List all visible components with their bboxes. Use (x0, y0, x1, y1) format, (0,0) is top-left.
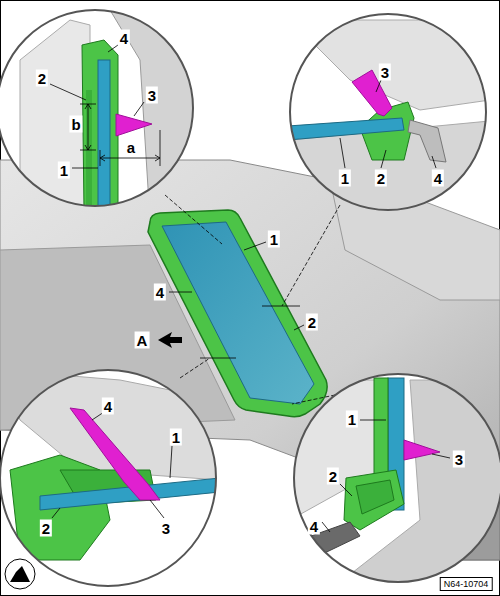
callout-label: 1 (58, 162, 70, 179)
callout-label: 4 (118, 30, 130, 47)
callout-label: 2 (36, 70, 48, 87)
detail-circle (0, 10, 193, 206)
side-window-glass (162, 222, 314, 404)
callout-label: 2 (327, 468, 339, 485)
detail-bottom-left (0, 360, 220, 596)
callout-label: a (125, 139, 137, 156)
callout-label: 2 (40, 520, 52, 537)
leader-lines (169, 242, 304, 330)
section-lines (165, 195, 340, 404)
detail-circle (294, 374, 500, 582)
callout-label: 3 (453, 451, 465, 468)
callout-label: 1 (346, 411, 358, 428)
callout-label: 1 (268, 231, 280, 248)
callout-label: A (135, 332, 150, 349)
callout-label: 2 (375, 170, 387, 187)
callout-label: 1 (339, 170, 351, 187)
callout-label: 3 (160, 520, 172, 537)
callout-label: 4 (154, 284, 166, 301)
orientation-icon (5, 559, 35, 589)
callout-label: 1 (170, 429, 182, 446)
window-seal (148, 210, 327, 417)
drawing-number: N64-10704 (440, 577, 493, 591)
detail-top-right (280, 0, 500, 220)
detail-circle (0, 370, 216, 586)
detail-bottom-right (290, 370, 500, 590)
callout-label: 3 (379, 64, 391, 81)
callout-label: b (69, 116, 82, 133)
detail-circle (290, 14, 486, 210)
callout-label: 4 (432, 170, 444, 187)
callout-label: 4 (102, 398, 114, 415)
callout-label: 3 (146, 87, 158, 104)
detail-top-left (0, 0, 210, 220)
callout-label: 4 (308, 518, 320, 535)
callout-label: 2 (306, 314, 318, 331)
view-arrow (158, 332, 182, 348)
